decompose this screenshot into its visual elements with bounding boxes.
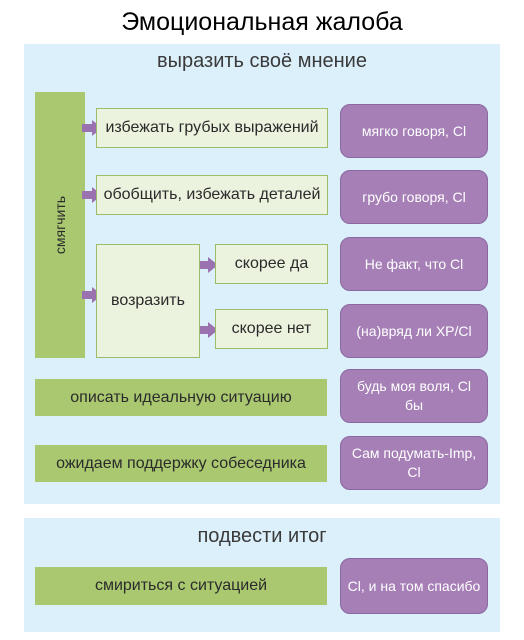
- summarize-heading: подвести итог: [197, 525, 327, 547]
- expr-mildly: мягко говоря, Cl: [340, 104, 488, 158]
- expr-not-fact: Не факт, что Cl: [340, 237, 488, 291]
- rather-no-box: скорее нет: [215, 309, 328, 349]
- expr-thanks: Cl, и на том спасибо: [340, 558, 488, 614]
- soften-bar: смягчить: [35, 92, 85, 358]
- avoid-rude-box: избежать грубых выражений: [96, 108, 328, 148]
- expr-my-will: будь моя воля, Cl бы: [340, 369, 488, 423]
- express-opinion-heading: выразить своё мнение: [157, 50, 367, 72]
- ideal-situation-box: описать идеальную ситуацию: [35, 379, 327, 416]
- object-box: возразить: [96, 244, 200, 358]
- rather-yes-box: скорее да: [215, 244, 328, 284]
- arrow-icon-rather-no: [198, 322, 218, 338]
- expr-rudely: грубо говоря, Cl: [340, 170, 488, 224]
- arrow-icon-rather-yes: [198, 257, 218, 273]
- expr-hardly: (на)вряд ли XP/Cl: [340, 304, 488, 358]
- expr-think-yourself: Сам подумать-Imp, Cl: [340, 436, 488, 490]
- generalize-box: обобщить, избежать деталей: [96, 175, 328, 215]
- resign-box: смириться с ситуацией: [35, 567, 327, 605]
- soften-label: смягчить: [52, 195, 69, 255]
- expect-support-box: ожидаем поддержку собеседника: [35, 445, 327, 482]
- page-title: Эмоциональная жалоба: [121, 8, 403, 36]
